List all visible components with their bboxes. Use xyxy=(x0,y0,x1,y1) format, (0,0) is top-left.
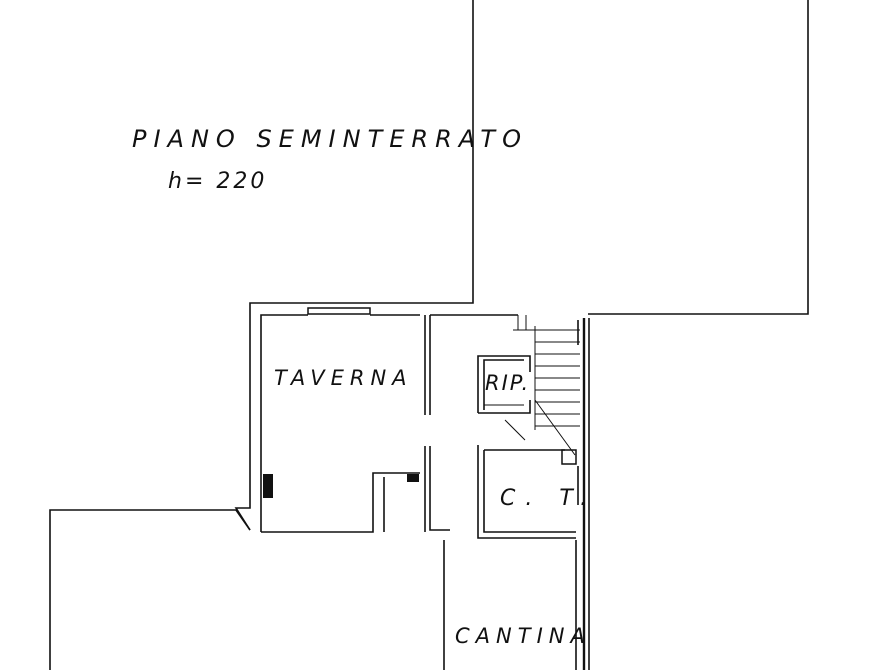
staircase xyxy=(504,315,580,456)
room-label-cantina: CANTINA xyxy=(455,624,591,648)
ct-room xyxy=(477,445,577,539)
right-walls xyxy=(575,318,590,670)
plan-title: PIANO SEMINTERRATO xyxy=(132,125,528,153)
room-label-ct: C. T. xyxy=(500,486,597,511)
central-walls xyxy=(383,314,518,670)
room-label-rip: RIP. xyxy=(485,371,530,395)
plan-height-note: h= 220 xyxy=(168,169,267,194)
room-label-taverna: TAVERNA xyxy=(274,366,413,390)
window-mark xyxy=(307,307,371,315)
rip-room xyxy=(477,355,531,414)
vent-mark xyxy=(407,474,419,482)
fireplace-mark xyxy=(263,474,273,498)
outer-walls xyxy=(49,0,809,670)
taverna-room xyxy=(260,307,426,533)
vent-mark-ct xyxy=(561,449,577,465)
